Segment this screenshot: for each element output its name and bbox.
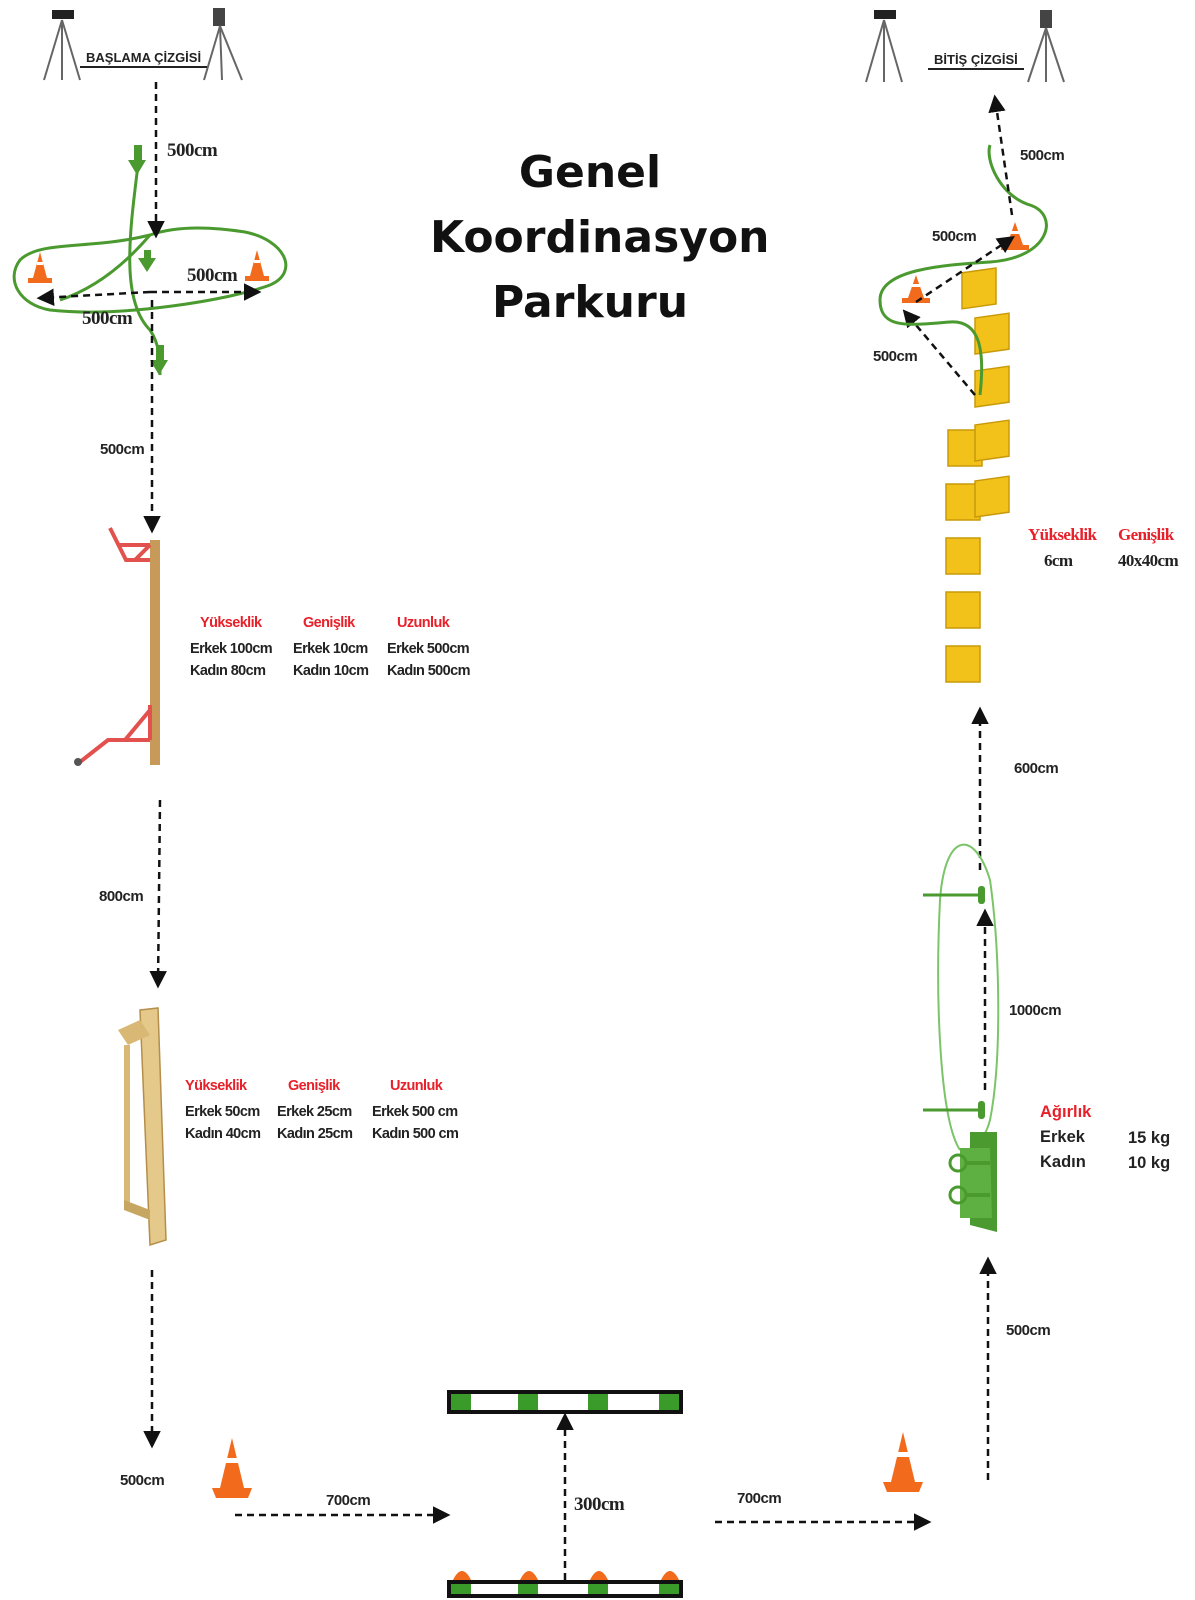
cone-icon — [28, 252, 52, 283]
dashed-arrow — [235, 1506, 932, 1531]
spec-header: Yükseklik — [1028, 525, 1097, 544]
hurdle-icon — [74, 527, 160, 766]
distance-label: 500cm — [932, 228, 977, 245]
hurdle-spec-table: Yükseklik Genişlik Uzunluk Erkek 100cm K… — [190, 615, 490, 695]
start-line-label: BAŞLAMA ÇİZGİSİ — [80, 50, 208, 68]
down-arrow-icon — [150, 345, 168, 375]
tripod-icon — [1027, 10, 1065, 83]
spec-header: Genişlik — [303, 615, 355, 631]
spec-value: Kadın 80cm — [190, 663, 266, 679]
finish-line-label: BİTİŞ ÇİZGİSİ — [928, 52, 1024, 70]
step-tiles-icon — [945, 267, 1010, 683]
weight-sled-icon — [948, 1132, 997, 1232]
spec-header: Genişlik — [1118, 525, 1174, 544]
tripod-icon — [203, 8, 243, 81]
distance-label: 500cm — [1006, 1322, 1051, 1339]
dashed-arrow — [971, 706, 997, 1480]
spec-value: Kadın 25cm — [277, 1126, 353, 1142]
diagram-title: Genel Koordinasyon Parkuru — [430, 140, 770, 335]
tile-spec-table: Yükseklik 6cm Genişlik 40x40cm — [1028, 525, 1188, 585]
distance-label: 500cm — [1020, 147, 1065, 164]
spec-value: Kadın 500 cm — [372, 1126, 459, 1142]
spec-value: 6cm — [1044, 551, 1073, 570]
cone-icon — [902, 275, 930, 303]
sled-spec-table: Ağırlık Erkek Kadın 15 kg 10 kg — [1040, 1103, 1190, 1183]
down-arrow-icon — [138, 250, 156, 272]
beam-spec-table: Yükseklik Genişlik Uzunluk Erkek 50cm Ka… — [185, 1078, 485, 1158]
distance-label: 300cm — [574, 1494, 625, 1515]
spec-value: Erkek 500cm — [387, 641, 470, 657]
dashed-arrow — [902, 309, 976, 396]
dashed-arrow — [36, 82, 262, 534]
distance-label: 500cm — [187, 265, 238, 286]
spec-header: Ağırlık — [1040, 1103, 1092, 1121]
spec-value: Erkek 100cm — [190, 641, 273, 657]
start-line-text: BAŞLAMA ÇİZGİSİ — [80, 50, 208, 68]
ladder-top-icon — [447, 1390, 683, 1414]
spec-value: Kadın — [1040, 1153, 1086, 1171]
spec-value: Erkek 25cm — [277, 1104, 352, 1120]
spec-value: Erkek 10cm — [293, 641, 368, 657]
cone-icon — [212, 1438, 252, 1498]
peg-icon — [923, 1101, 985, 1119]
tripod-icon — [43, 10, 81, 81]
distance-label: 600cm — [1014, 760, 1059, 777]
title-line-2: Koordinasyon — [430, 212, 770, 263]
distance-label: 800cm — [99, 888, 144, 905]
distance-label: 500cm — [873, 348, 918, 365]
spec-value: Erkek — [1040, 1128, 1085, 1146]
cone-icon — [245, 250, 269, 281]
distance-label: 700cm — [737, 1490, 782, 1507]
sled-track-path — [937, 843, 1000, 1151]
cone-icon — [883, 1432, 923, 1492]
distance-label: 500cm — [167, 140, 218, 161]
spec-value: Erkek 50cm — [185, 1104, 260, 1120]
spec-header: Uzunluk — [390, 1078, 443, 1094]
spec-value: Kadın 500cm — [387, 663, 470, 679]
distance-label: 1000cm — [1009, 1002, 1062, 1019]
slalom-path — [12, 164, 288, 376]
dashed-arrow — [915, 94, 1015, 304]
distance-label: 500cm — [100, 441, 145, 458]
spec-value: Kadın 10cm — [293, 663, 369, 679]
spec-value: 10 kg — [1128, 1154, 1171, 1172]
spec-header: Yükseklik — [185, 1078, 247, 1094]
spec-value: 15 kg — [1128, 1129, 1171, 1147]
distance-label: 500cm — [120, 1472, 165, 1489]
finish-line-text: BİTİŞ ÇİZGİSİ — [928, 52, 1024, 70]
spec-value: Erkek 500 cm — [372, 1104, 458, 1120]
title-line-3: Parkuru — [491, 277, 689, 328]
distance-label: 700cm — [326, 1492, 371, 1509]
dashed-arrow — [149, 799, 167, 989]
spec-value: 40x40cm — [1118, 551, 1179, 570]
down-arrow-icon — [128, 145, 146, 175]
title-line-1: Genel — [518, 147, 662, 198]
spec-header: Yükseklik — [200, 615, 262, 631]
tripod-icon — [865, 10, 903, 83]
ladder-bottom-icon — [447, 1571, 683, 1598]
peg-icon — [923, 886, 985, 904]
zigzag-path — [878, 144, 1048, 396]
balance-beam-icon — [118, 1007, 167, 1247]
spec-header: Uzunluk — [397, 615, 450, 631]
spec-value: Kadın 40cm — [185, 1126, 261, 1142]
distance-label: 500cm — [82, 308, 133, 329]
spec-header: Genişlik — [288, 1078, 340, 1094]
cone-icon — [1001, 222, 1029, 250]
